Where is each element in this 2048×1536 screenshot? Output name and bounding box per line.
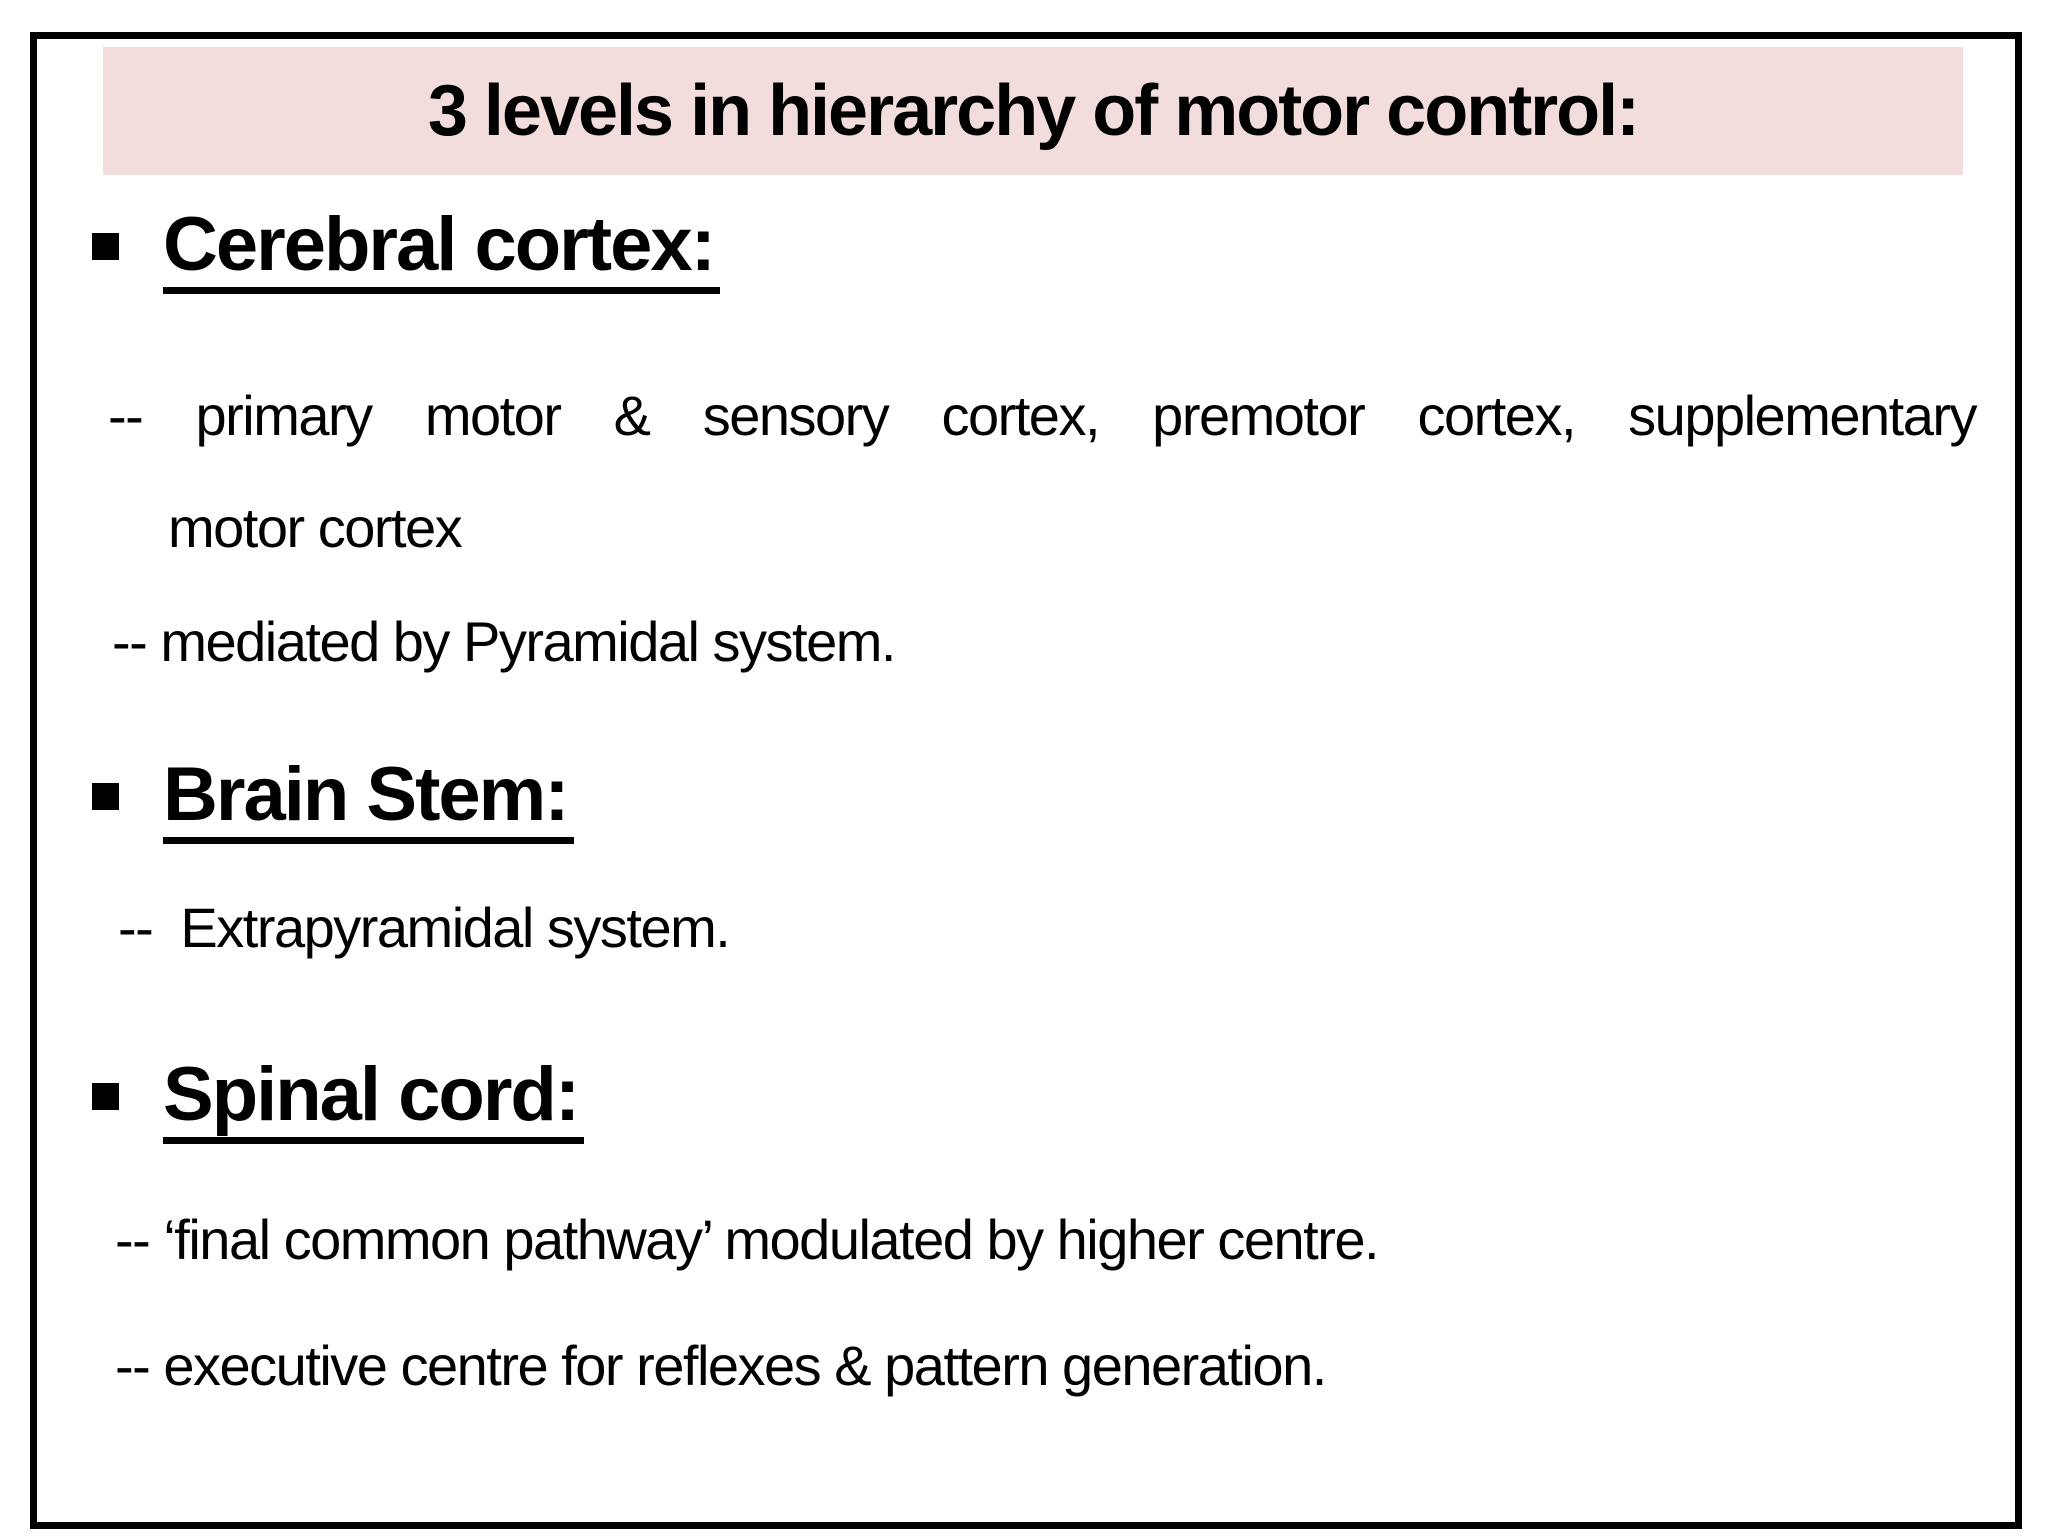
section-heading-spinal-cord: Spinal cord: bbox=[163, 1057, 585, 1144]
slide-title: 3 levels in hierarchy of motor control: bbox=[427, 71, 1640, 151]
bullet-square-icon bbox=[92, 783, 119, 810]
body-line: -- executive centre for reflexes & patte… bbox=[115, 1334, 1327, 1397]
body-line: motor cortex bbox=[168, 496, 463, 559]
body-line: -- mediated by Pyramidal system. bbox=[112, 610, 896, 673]
section-heading-brain-stem: Brain Stem: bbox=[163, 757, 574, 844]
section-heading-text: Spinal cord: bbox=[163, 1057, 585, 1144]
section-heading-cerebral-cortex: Cerebral cortex: bbox=[163, 207, 720, 294]
slide-border-frame bbox=[30, 32, 2022, 1529]
bullet-square-icon bbox=[92, 233, 119, 260]
body-line: -- primary motor & sensory cortex, premo… bbox=[108, 384, 1978, 447]
body-line: -- ‘final common pathway’ modulated by h… bbox=[115, 1208, 1380, 1271]
body-line: -- Extrapyramidal system. bbox=[118, 896, 731, 959]
title-banner: 3 levels in hierarchy of motor control: bbox=[103, 47, 1963, 175]
section-heading-text: Brain Stem: bbox=[163, 757, 574, 844]
bullet-square-icon bbox=[92, 1083, 119, 1110]
section-heading-text: Cerebral cortex: bbox=[163, 207, 720, 294]
